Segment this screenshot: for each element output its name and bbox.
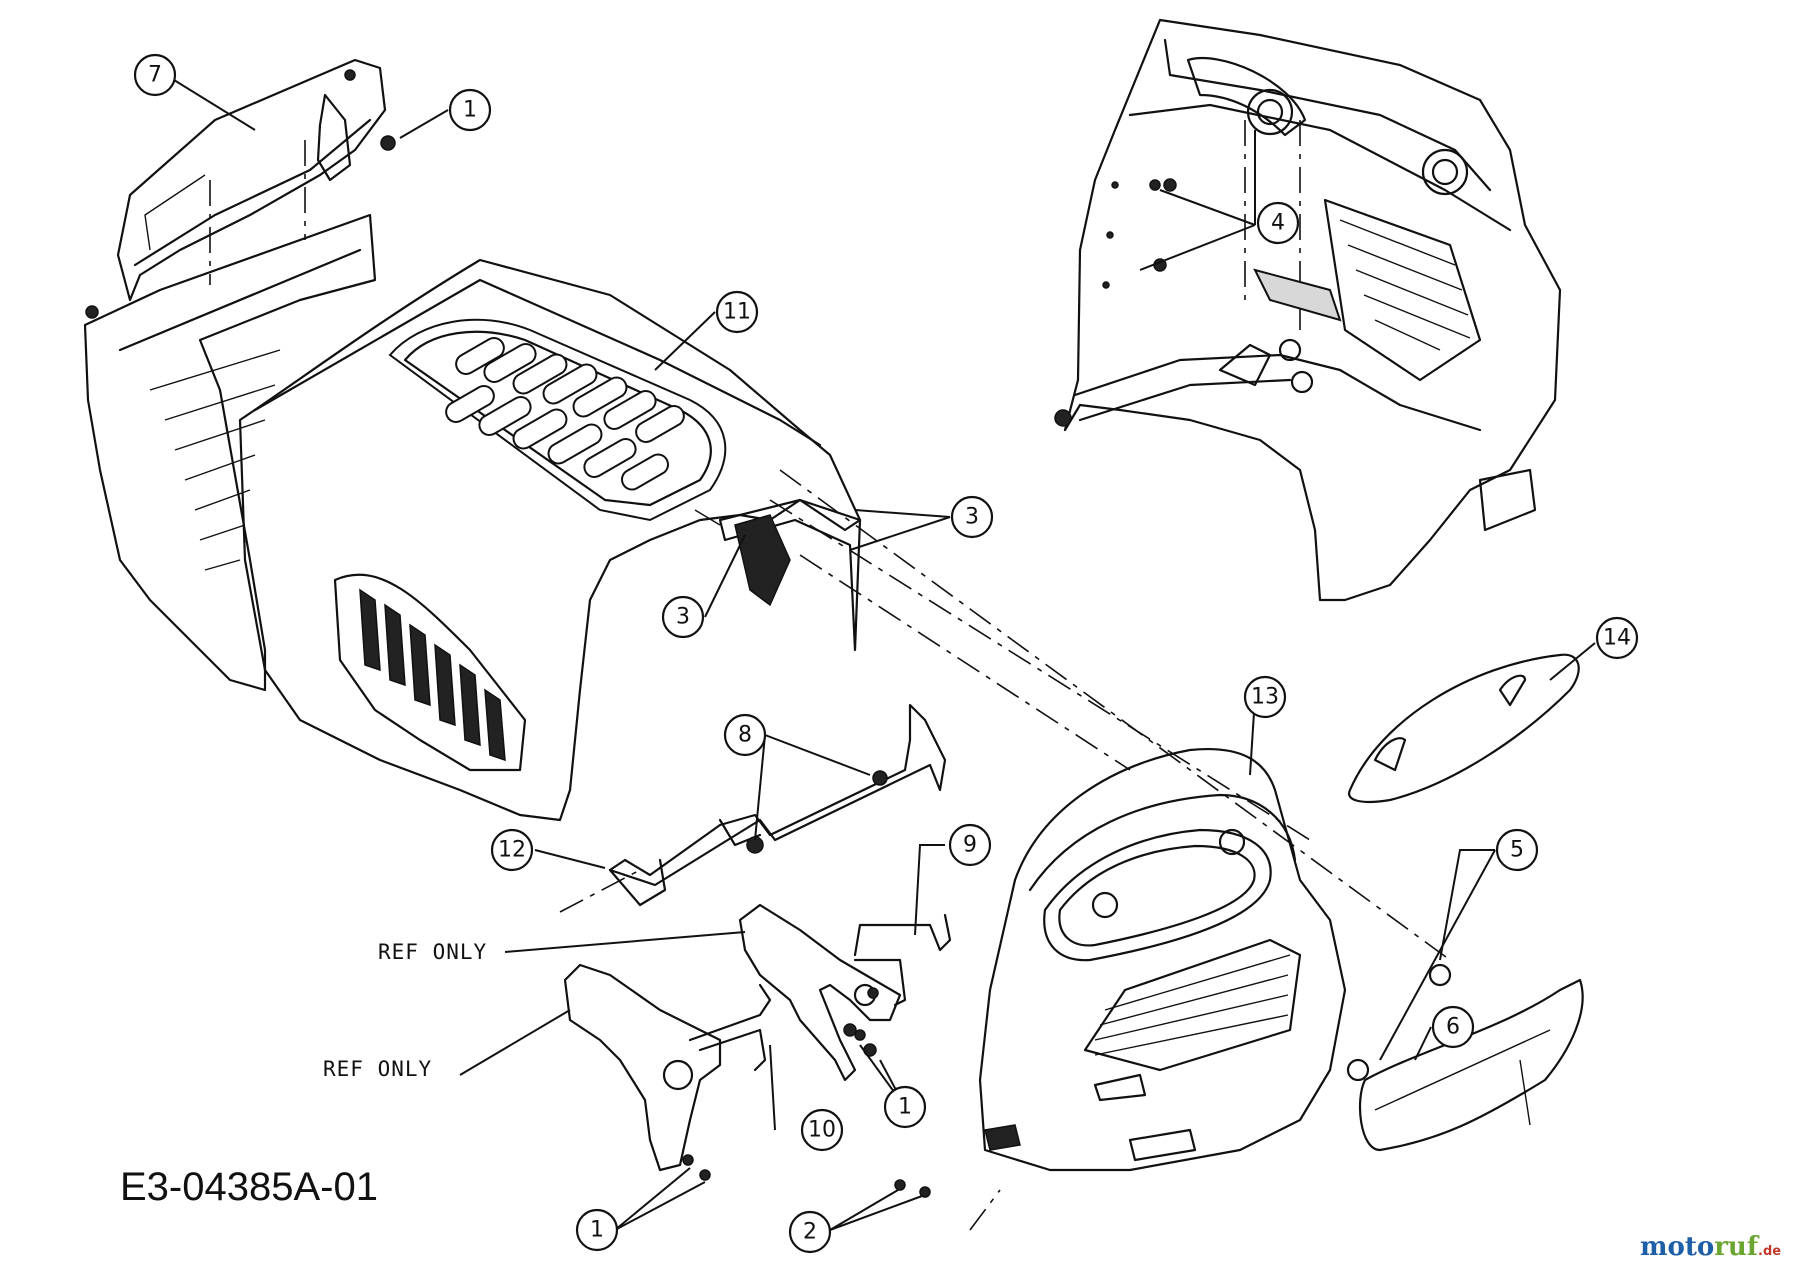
part-6-bumper-strip (1358, 978, 1584, 1152)
ref-only-bracket-lower (563, 963, 772, 1172)
svg-text:1: 1 (590, 1218, 604, 1243)
svg-text:13: 13 (1251, 685, 1279, 710)
hood-side-vent-slots (359, 588, 506, 762)
part-7-dash-panel (83, 58, 387, 692)
svg-text:7: 7 (148, 63, 162, 88)
svg-text:11: 11 (723, 300, 751, 325)
alignment-lines (209, 120, 1451, 1231)
watermark-brand-part1: moto (1640, 1232, 1714, 1262)
svg-text:5: 5 (1510, 838, 1524, 863)
svg-text:1: 1 (898, 1095, 912, 1120)
svg-text:2: 2 (803, 1220, 817, 1245)
dash-panel-vent-slots (149, 349, 281, 571)
svg-text:motoruf.de: motoruf.de (1640, 1232, 1781, 1262)
motoruf-watermark: motoruf.de (1640, 1232, 1781, 1262)
grille-slats (1094, 954, 1291, 1056)
svg-text:14: 14 (1603, 626, 1631, 651)
svg-text:3: 3 (676, 605, 690, 630)
hardware-bolts (380, 135, 1452, 1198)
leader-lines (173, 79, 1596, 1231)
part-14-headlight-lens (1347, 653, 1580, 804)
callout-3-left: 3 (661, 595, 705, 639)
callout-1-top: 1 (448, 88, 492, 132)
part-11-hood (238, 258, 862, 822)
callout-8: 8 (723, 713, 767, 757)
svg-text:1: 1 (463, 98, 477, 123)
callout-9: 9 (948, 823, 992, 867)
callout-10: 10 (800, 1108, 844, 1152)
svg-text:10: 10 (808, 1118, 836, 1143)
svg-text:12: 12 (498, 838, 526, 863)
callout-1-bottom: 1 (575, 1208, 619, 1252)
hood-top-vent-slots (445, 337, 685, 491)
part-9-hinge-rod (853, 913, 952, 1007)
callout-4: 4 (1256, 201, 1300, 245)
callout-7: 7 (133, 53, 177, 97)
callout-5: 5 (1495, 828, 1539, 872)
watermark-brand-part2: ruf (1714, 1232, 1760, 1262)
callout-6: 6 (1431, 1005, 1475, 1049)
part-13-front-grille (978, 748, 1347, 1172)
callout-2: 2 (788, 1210, 832, 1254)
callout-1-right: 1 (883, 1085, 927, 1129)
callout-14: 14 (1595, 616, 1639, 660)
svg-text:8: 8 (738, 723, 752, 748)
svg-text:9: 9 (963, 833, 977, 858)
part-4-dash-cover (1054, 18, 1562, 602)
svg-text:4: 4 (1271, 211, 1285, 236)
callout-12: 12 (490, 828, 534, 872)
drawing-code: E3-04385A-01 (120, 1165, 378, 1209)
callout-3-right: 3 (950, 495, 994, 539)
ref-only-label-lower: REF ONLY (323, 1057, 432, 1081)
ref-only-bracket-upper (738, 903, 902, 1082)
callout-11: 11 (715, 290, 759, 334)
svg-text:3: 3 (965, 505, 979, 530)
part-12-hood-bracket (608, 703, 947, 907)
watermark-suffix: .de (1758, 1244, 1781, 1259)
dash-cover-grille (1339, 219, 1471, 351)
svg-text:6: 6 (1446, 1015, 1460, 1040)
callout-13: 13 (1243, 675, 1287, 719)
ref-only-label-upper: REF ONLY (378, 940, 487, 964)
